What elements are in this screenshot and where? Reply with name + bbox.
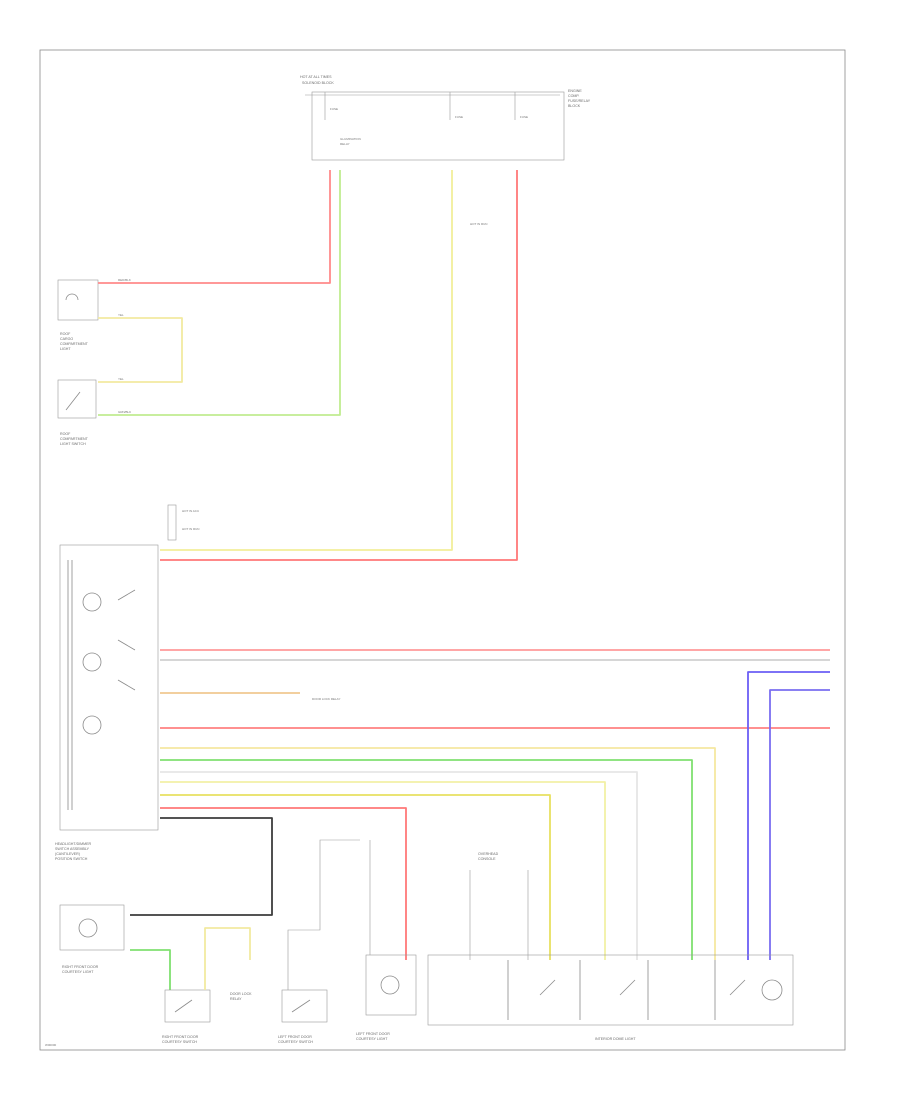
svg-text:FUSE: FUSE	[520, 115, 528, 119]
fuse-block-title: HOT AT ALL TIMES	[300, 75, 332, 79]
label-hot-acc: HOT IN ACC	[182, 509, 200, 513]
label-yellow-2: YEL	[118, 377, 124, 381]
wire-yellow-roof	[98, 317, 183, 383]
wire-red-roof	[98, 170, 331, 284]
wire-yellow-bus-2	[160, 781, 606, 960]
wire-green-bus	[160, 759, 693, 960]
label-red-black: RED/BLK	[118, 278, 131, 282]
diagram-border	[39, 49, 846, 1051]
wire-yellow-bus	[160, 747, 716, 960]
fuse-block-subtitle: SOLENOID BLOCK	[302, 81, 334, 85]
wire-red-main	[160, 170, 518, 561]
wire-green-roof	[98, 170, 341, 416]
label-green-black: GRN/BLK	[118, 410, 131, 414]
label-door-lock: DOOR LOCK RELAY	[312, 697, 340, 701]
wire-yellow-bus-3	[160, 794, 551, 960]
label-hot-run: HOT IN RUN	[470, 222, 487, 226]
wire-blue-1	[747, 671, 830, 960]
label-hot-run-2: HOT IN RUN	[182, 527, 199, 531]
wire-white-bus	[160, 771, 638, 960]
footer-code: W00000	[45, 1043, 57, 1047]
svg-text:FUSE: FUSE	[330, 107, 338, 111]
wire-red-bus	[160, 807, 407, 960]
label-yellow: YEL	[118, 313, 124, 317]
wire-black-bus	[130, 817, 273, 916]
wire-green-rf	[130, 949, 171, 990]
wire-blue-2	[769, 689, 830, 960]
overhead-console-label: INTERIOR DOME LIGHT	[595, 1037, 636, 1041]
svg-text:FUSE: FUSE	[455, 115, 463, 119]
svg-text:ILLUMINATION: ILLUMINATION	[340, 137, 361, 141]
wire-yellow-main	[160, 170, 453, 551]
fuse-block: HOT AT ALL TIMES SOLENOID BLOCK FUSE FUS…	[300, 75, 591, 161]
svg-text:RELAY: RELAY	[340, 142, 350, 146]
fuse-block-box	[311, 91, 565, 161]
